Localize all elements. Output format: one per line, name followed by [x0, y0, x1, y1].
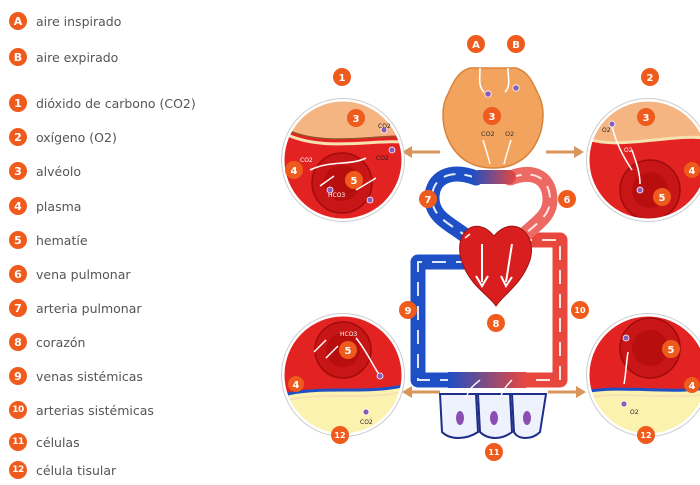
tissue-cells	[440, 380, 546, 438]
svg-text:6: 6	[564, 195, 571, 206]
svg-text:10: 10	[574, 306, 586, 315]
diagram-badge-4-tl: 4	[285, 161, 303, 179]
diagram-badge-5-br: 5	[662, 340, 680, 358]
diagram-badge-8: 8	[487, 314, 505, 332]
diagram-badge-5-tr: 5	[653, 188, 671, 206]
diagram-badge-10: 10	[571, 301, 589, 319]
alveolus-o2-label: O2	[505, 130, 514, 138]
diagram-badge-3-tl: 3	[347, 109, 365, 127]
svg-text:4: 4	[291, 166, 298, 177]
diagram-badge-5-bl: 5	[339, 341, 357, 359]
diagram-badge-12-bl: 12	[331, 426, 349, 444]
diagram-badge-9: 9	[399, 301, 417, 319]
svg-text:3: 3	[489, 112, 496, 123]
heart	[460, 226, 532, 306]
svg-text:4: 4	[689, 381, 696, 392]
arrow-left	[402, 146, 440, 158]
svg-text:1: 1	[339, 73, 346, 84]
diagram-badge-6: 6	[558, 190, 576, 208]
arrow-right	[546, 146, 584, 158]
arrow-bottom-left	[402, 386, 440, 398]
svg-text:5: 5	[659, 193, 666, 204]
diagram-badge-b: B	[507, 35, 525, 53]
pulmonary-capillary	[472, 170, 516, 184]
diagram-badge-12-br: 12	[637, 426, 655, 444]
diagram-badge-3-tr: 3	[637, 108, 655, 126]
svg-text:5: 5	[351, 176, 358, 187]
diagram-badge-3-alveolus: 3	[483, 107, 501, 125]
svg-text:5: 5	[668, 345, 675, 356]
tl-co2-label-3: CO2	[300, 157, 313, 164]
tr-o2-label-1: O2	[602, 127, 611, 134]
svg-text:12: 12	[640, 431, 651, 440]
bl-hco3-label: HCO3	[340, 331, 357, 338]
detail-circle-tissue-o2: O2	[585, 310, 700, 440]
tl-co2-label-2: CO2	[376, 155, 389, 162]
svg-text:B: B	[512, 40, 520, 51]
systemic-veins	[418, 262, 470, 380]
tr-o2-label-2: O2	[624, 147, 633, 154]
svg-text:A: A	[472, 40, 480, 51]
svg-text:8: 8	[493, 319, 500, 330]
diagram-badge-4-bl: 4	[288, 376, 304, 392]
diagram-badge-7: 7	[419, 190, 437, 208]
diagram-badge-4-br: 4	[684, 377, 700, 393]
bl-co2-label: CO2	[360, 419, 373, 426]
svg-text:3: 3	[353, 114, 360, 125]
diagram-badge-a: A	[467, 35, 485, 53]
detail-circle-tissue-co2: HCO3 CO2	[280, 310, 410, 440]
svg-text:4: 4	[689, 166, 696, 177]
alveolus-co2-label: CO2	[481, 130, 495, 138]
arrow-bottom-right	[548, 386, 586, 398]
tl-hco3-label: HCO3	[328, 192, 345, 199]
diagram-badge-1: 1	[333, 68, 351, 86]
diagram-badge-5-tl: 5	[345, 171, 363, 189]
svg-text:5: 5	[345, 346, 352, 357]
svg-text:4: 4	[293, 380, 300, 391]
svg-text:7: 7	[425, 195, 432, 206]
svg-text:2: 2	[647, 73, 654, 84]
diagram-badge-4-tr: 4	[684, 162, 700, 178]
svg-text:12: 12	[334, 431, 345, 440]
br-o2-label: O2	[630, 409, 639, 416]
capillary-bed	[448, 372, 526, 388]
detail-circle-alveolar-co2: CO2 CO2 CO2 HCO3	[280, 96, 410, 226]
svg-text:9: 9	[405, 306, 412, 317]
diagram-badge-11: 11	[485, 443, 503, 461]
svg-text:11: 11	[488, 448, 500, 457]
svg-text:3: 3	[643, 113, 650, 124]
tl-co2-label-1: CO2	[378, 123, 391, 130]
diagram-badge-2: 2	[641, 68, 659, 86]
